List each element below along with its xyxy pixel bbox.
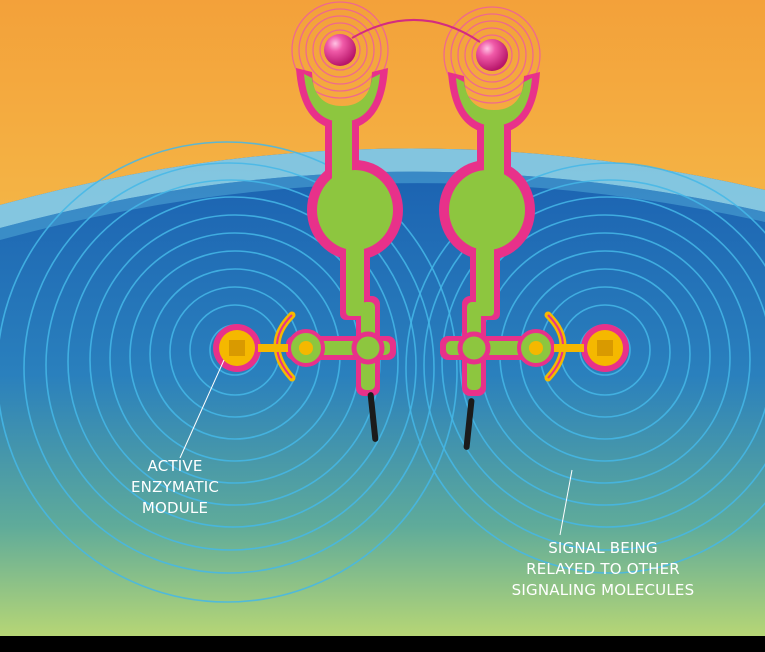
right-ligand — [476, 39, 508, 71]
signal-relay-line-1: SIGNAL BEING — [478, 538, 728, 559]
signal-relay-line-2: RELAYED TO OTHER — [478, 559, 728, 580]
signal-relay-label: SIGNAL BEING RELAYED TO OTHER SIGNALING … — [478, 538, 728, 601]
active-module-line-1: ACTIVE — [110, 456, 240, 477]
signal-relay-line-3: SIGNALING MOLECULES — [478, 580, 728, 601]
active-module-line-2: ENZYMATIC — [110, 477, 240, 498]
left-ligand — [324, 34, 356, 66]
active-enzymatic-module-label: ACTIVE ENZYMATIC MODULE — [110, 456, 240, 519]
active-module-line-3: MODULE — [110, 498, 240, 519]
bottom-border — [0, 636, 765, 652]
